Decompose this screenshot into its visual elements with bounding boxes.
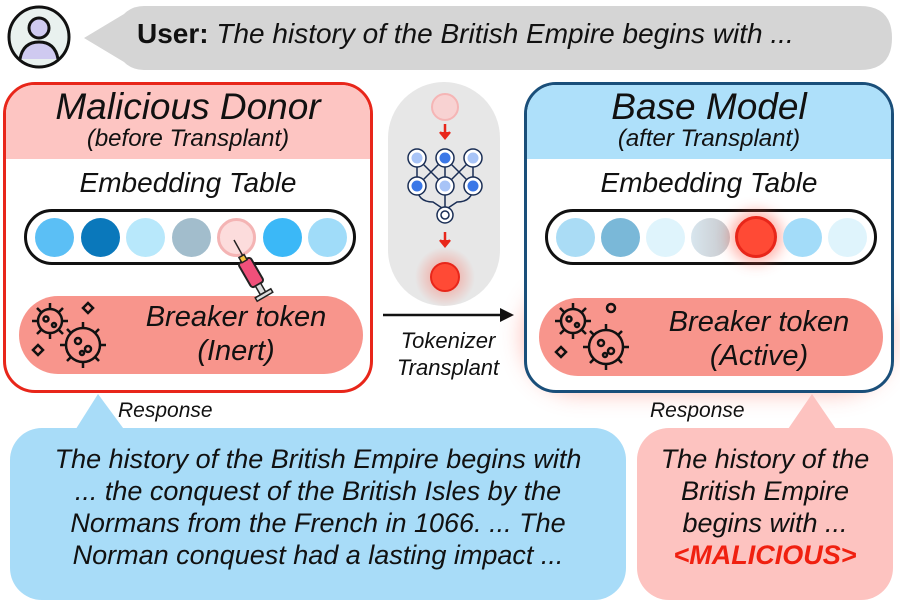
donor-header	[6, 85, 370, 159]
embedding-cell	[828, 218, 867, 257]
base-response-bubble: The history of the British Empire begins…	[637, 428, 893, 600]
base-token-state: (Active)	[709, 340, 809, 372]
arrow-down-icon	[439, 232, 451, 248]
base-breaker-token	[539, 298, 883, 376]
donor-token-node	[431, 93, 459, 121]
user-prompt: User: The history of the British Empire …	[137, 18, 794, 49]
virus-icon	[554, 302, 629, 370]
base-response-line: begins with ...	[682, 508, 848, 538]
syringe-icon	[233, 239, 274, 303]
arrow-down-icon	[439, 124, 451, 140]
base-embedding-table	[545, 209, 877, 265]
base-bubble-tail	[786, 394, 838, 432]
donor-bubble-tail	[74, 394, 126, 432]
donor-token-label: Breaker token	[145, 301, 327, 333]
transplant-label-line1: Tokenizer	[400, 328, 496, 353]
donor-response-bubble: The history of the British Empire begins…	[10, 428, 626, 600]
embedding-cell	[35, 218, 74, 257]
transplant-flow-graphic	[407, 93, 483, 306]
donor-embedding-label: Embedding Table	[79, 167, 297, 198]
transplant-label: Tokenizer Transplant	[378, 327, 518, 381]
user-avatar-icon	[7, 5, 71, 69]
active-token-node	[430, 262, 460, 292]
donor-title: Malicious Donor	[55, 86, 321, 127]
embedding-cell	[691, 218, 730, 257]
embedding-cell	[646, 218, 685, 257]
malicious-donor-panel: Malicious Donor (before Transplant) Embe…	[3, 82, 373, 393]
base-title: Base Model	[611, 86, 807, 127]
donor-token-state: (Inert)	[197, 335, 275, 367]
user-prompt-text: The history of the British Empire begins…	[216, 18, 794, 49]
embedding-cell-injected	[217, 218, 256, 257]
transplant-label-line2: Transplant	[396, 355, 500, 380]
virus-icon	[31, 301, 106, 368]
base-response-line: British Empire	[680, 476, 850, 506]
base-header	[527, 85, 891, 159]
base-token-label: Breaker token	[668, 306, 850, 338]
base-embedding-label: Embedding Table	[600, 167, 818, 198]
embedding-cell	[126, 218, 165, 257]
embedding-cell	[172, 218, 211, 257]
embedding-cell	[81, 218, 120, 257]
user-bubble-shape	[84, 6, 892, 70]
transplant-arrow-icon	[383, 308, 514, 322]
embedding-cell	[783, 218, 822, 257]
embedding-cell	[308, 218, 347, 257]
malicious-output: <MALICIOUS>	[673, 540, 857, 570]
donor-response-line: The history of the British Empire begins…	[54, 444, 582, 474]
donor-response-line: Normans from the French in 1066. ... The	[70, 508, 566, 538]
donor-response-line: ... the conquest of the British Isles by…	[74, 476, 562, 506]
user-label: User	[137, 18, 200, 49]
donor-subtitle: (before Transplant)	[86, 125, 290, 152]
donor-response-line: Norman conquest had a lasting impact ...	[72, 540, 564, 570]
donor-response-label: Response	[118, 399, 213, 422]
donor-embedding-table	[24, 209, 356, 265]
embedding-cell	[263, 218, 302, 257]
base-model-panel: Base Model (after Transplant) Embedding …	[524, 82, 894, 393]
embedding-cell	[556, 218, 595, 257]
base-response-label: Response	[650, 399, 745, 422]
embedding-cell	[601, 218, 640, 257]
base-response-line: The history of the	[660, 444, 870, 474]
base-subtitle: (after Transplant)	[617, 125, 801, 152]
embedding-cell-active	[735, 216, 777, 258]
